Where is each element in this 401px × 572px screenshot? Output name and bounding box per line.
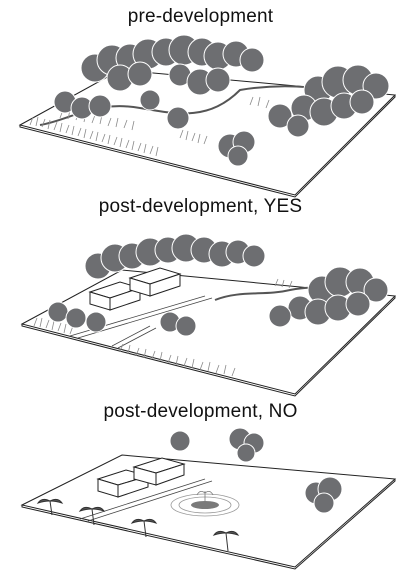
tree-cluster-right	[267, 64, 390, 138]
palm-tree-icon	[36, 498, 240, 552]
pond-water	[191, 501, 219, 509]
fountain-icon	[196, 491, 214, 501]
tree-cluster-left	[47, 301, 197, 337]
panel-title-post-development-yes: post-development, YES	[98, 196, 303, 217]
panel-title-post-development-no: post-development, NO	[103, 401, 298, 422]
panel-post-development-yes: post-development, YES	[0, 190, 401, 397]
grass-patches	[29, 96, 270, 157]
tree-cluster-back	[80, 34, 265, 96]
tree-cluster-right	[268, 266, 389, 328]
panel-post-development-no: post-development, NO	[0, 395, 401, 572]
post-development-no-scene	[20, 427, 397, 570]
building	[132, 457, 186, 486]
panel-pre-development: pre-development	[0, 0, 401, 198]
ground-plate	[20, 454, 397, 568]
tree-cluster-front	[217, 130, 256, 167]
pre-development-scene	[18, 34, 397, 198]
post-development-yes-scene	[20, 233, 397, 397]
building	[128, 267, 182, 297]
panel-title-pre-development: pre-development	[127, 6, 274, 27]
tree-cluster-left	[53, 89, 190, 130]
road	[79, 478, 213, 522]
tree-cluster-back	[169, 427, 265, 463]
tree-cluster-right	[304, 476, 343, 514]
tree-cluster-back	[84, 233, 266, 280]
grass-patches	[33, 278, 293, 377]
building	[88, 281, 142, 311]
